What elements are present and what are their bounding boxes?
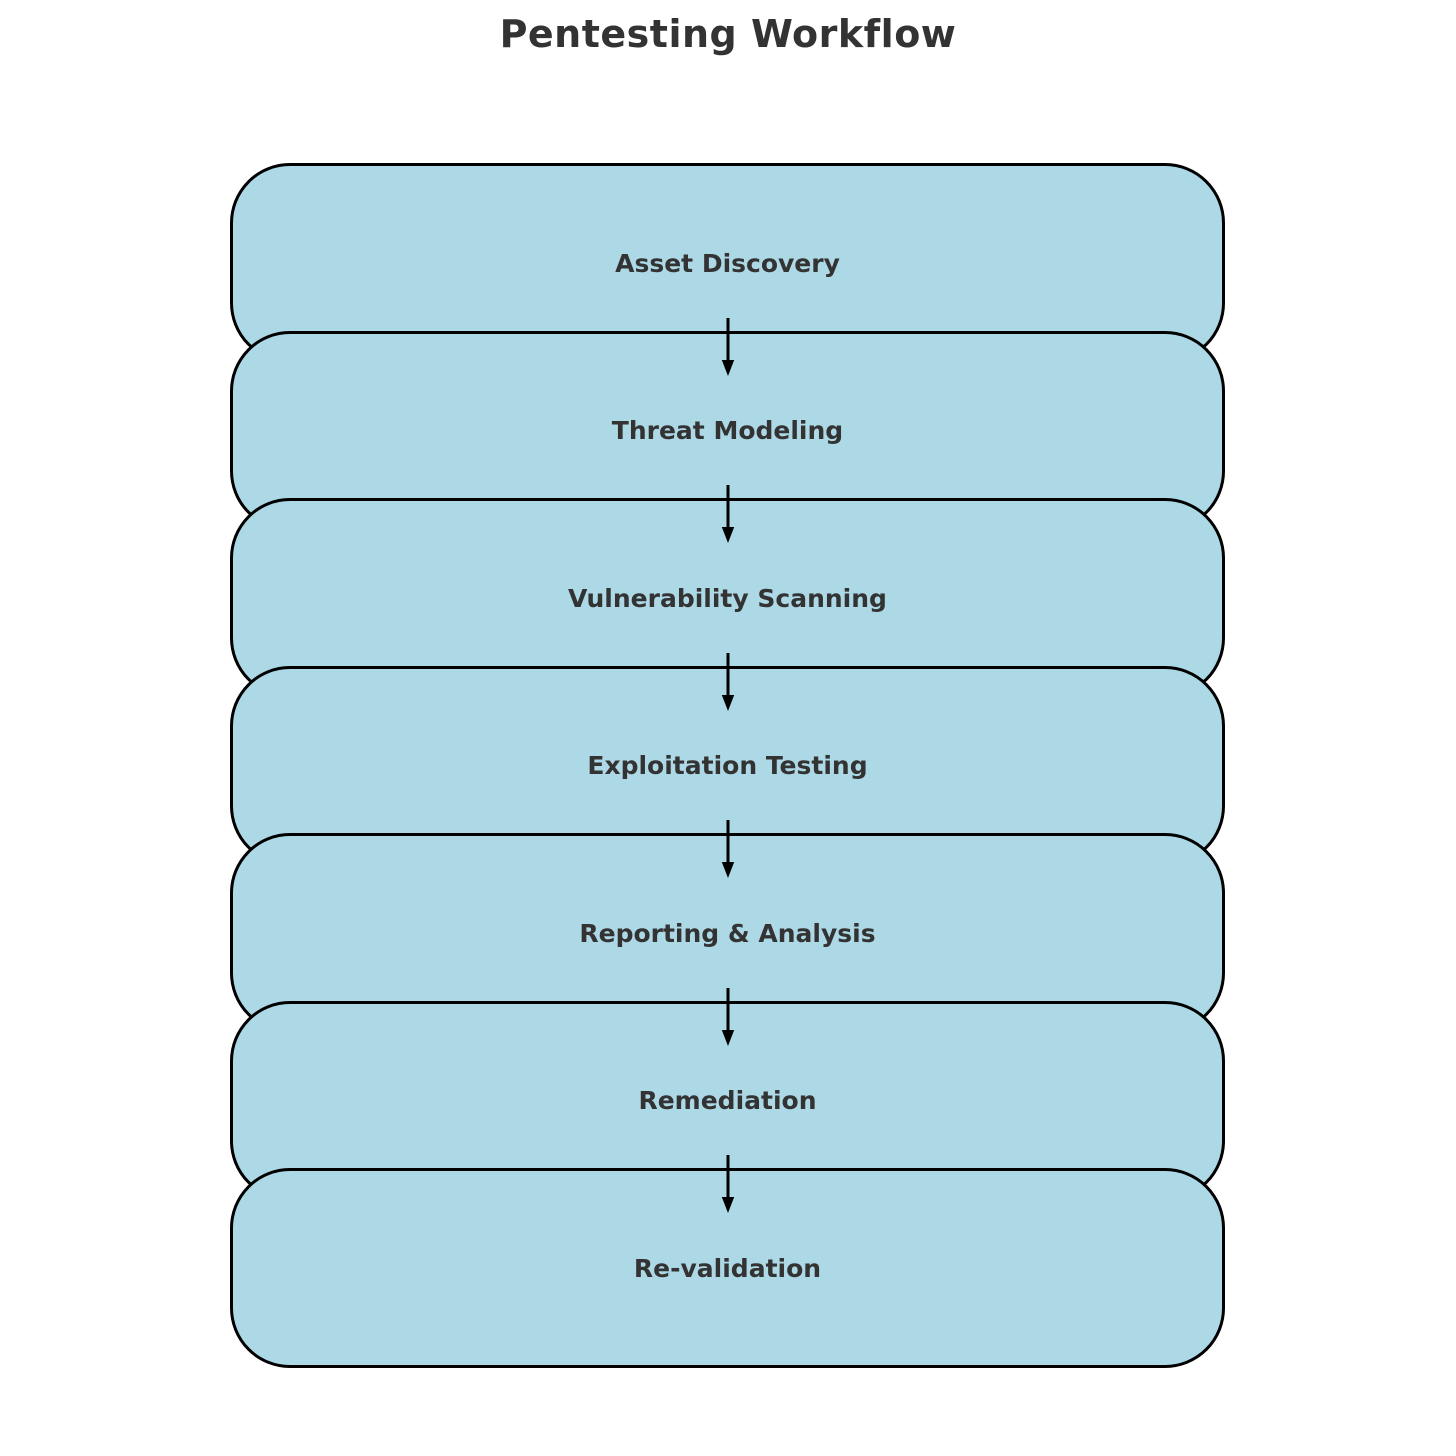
flow-arrow-down-icon — [721, 1155, 735, 1214]
stage-label: Re-validation — [633, 1253, 822, 1283]
stage-label: Remediation — [638, 1086, 817, 1115]
flow-arrow-down-icon — [721, 652, 735, 711]
diagram-title: Pentesting Workflow — [499, 12, 957, 56]
stage-label: Reporting & Analysis — [579, 918, 876, 948]
stage-label: Asset Discovery — [615, 248, 840, 278]
stage-label: Exploitation Testing — [587, 751, 868, 780]
stage-label: Vulnerability Scanning — [568, 583, 887, 613]
stage-label: Threat Modeling — [611, 416, 844, 445]
flow-arrow-down-icon — [721, 987, 735, 1046]
flow-arrow-down-icon — [721, 317, 735, 376]
flow-arrow-down-icon — [721, 485, 735, 544]
flow-arrow-down-icon — [721, 820, 735, 879]
